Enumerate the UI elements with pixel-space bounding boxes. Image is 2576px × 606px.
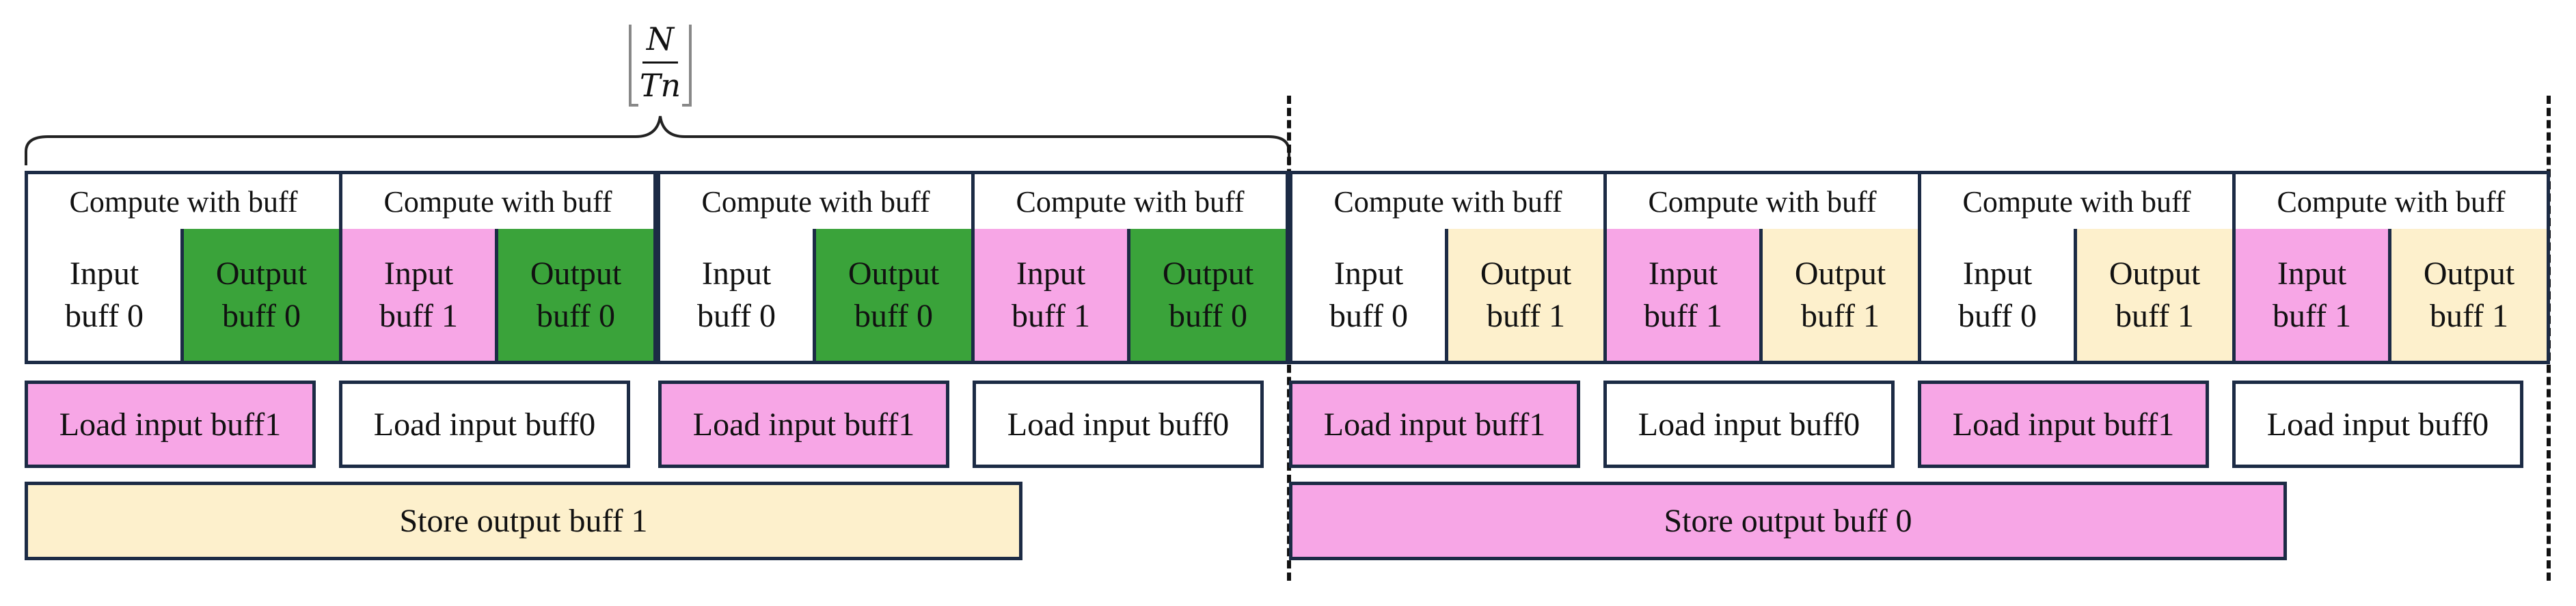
fraction-numerator: N <box>646 20 675 57</box>
compute-header-label: Compute with buff <box>1962 184 2191 219</box>
load-input-block: Load input buff1 <box>1918 381 2209 468</box>
output-buffer-cell: Output buff 0 <box>184 229 342 364</box>
output-buffer-label: Output buff 1 <box>1794 255 1886 334</box>
output-buffer-cell: Output buff 1 <box>2077 229 2236 364</box>
load-input-block: Load input buff0 <box>2232 381 2523 468</box>
input-buffer-cell: Input buff 1 <box>339 229 498 364</box>
input-buffer-cell: Input buff 0 <box>1918 229 2077 364</box>
compute-header: Compute with buff <box>25 171 342 232</box>
input-buffer-cell: Input buff 1 <box>1603 229 1763 364</box>
compute-header: Compute with buff <box>1918 171 2236 232</box>
load-input-block-label: Load input buff1 <box>1323 406 1546 443</box>
load-input-block: Load input buff0 <box>1603 381 1895 468</box>
load-input-block-label: Load input buff0 <box>1007 406 1230 443</box>
fraction-denominator: Tn <box>639 67 681 104</box>
output-buffer-label: Output buff 0 <box>215 255 308 334</box>
input-buffer-cell: Input buff 1 <box>971 229 1130 364</box>
input-buffer-label: Input buff 1 <box>2272 255 2352 334</box>
compute-header-label: Compute with buff <box>701 184 930 219</box>
compute-header-label: Compute with buff <box>2277 184 2506 219</box>
output-buffer-label: Output buff 1 <box>2423 255 2515 334</box>
input-buffer-cell: Input buff 0 <box>1289 229 1448 364</box>
load-input-block: Load input buff0 <box>973 381 1264 468</box>
input-buffer-label: Input buff 1 <box>1643 255 1723 334</box>
load-input-block-label: Load input buff0 <box>373 406 596 443</box>
output-buffer-cell: Output buff 0 <box>498 229 657 364</box>
output-buffer-cell: Output buff 1 <box>2391 229 2550 364</box>
input-buffer-label: Input buff 0 <box>1957 255 2037 334</box>
input-buffer-cell: Input buff 0 <box>25 229 184 364</box>
load-input-block: Load input buff1 <box>658 381 949 468</box>
compute-header-label: Compute with buff <box>69 184 298 219</box>
input-buffer-label: Input buff 1 <box>1011 255 1091 334</box>
load-input-block-label: Load input buff0 <box>2266 406 2489 443</box>
fraction-bar <box>642 61 678 64</box>
input-buffer-cell: Input buff 0 <box>657 229 816 364</box>
load-input-block-label: Load input buff0 <box>1638 406 1860 443</box>
output-buffer-cell: Output buff 1 <box>1448 229 1607 364</box>
compute-header-label: Compute with buff <box>1016 184 1245 219</box>
output-buffer-label: Output buff 0 <box>530 255 622 334</box>
input-buffer-label: Input buff 0 <box>64 255 144 334</box>
input-buffer-cell: Input buff 1 <box>2232 229 2391 364</box>
load-input-block-label: Load input buff1 <box>59 406 282 443</box>
compute-header: Compute with buff <box>1603 171 1921 232</box>
load-input-block: Load input buff0 <box>339 381 630 468</box>
input-buffer-label: Input buff 0 <box>696 255 776 334</box>
brace-fraction-label: N Tn <box>629 19 692 108</box>
load-input-block-label: Load input buff1 <box>692 406 915 443</box>
store-output-block: Store output buff 0 <box>1289 482 2287 560</box>
compute-header: Compute with buff <box>971 171 1289 232</box>
compute-header-label: Compute with buff <box>383 184 612 219</box>
output-buffer-cell: Output buff 0 <box>1130 229 1289 364</box>
output-buffer-label: Output buff 0 <box>848 255 940 334</box>
output-buffer-label: Output buff 0 <box>1162 255 1254 334</box>
compute-header: Compute with buff <box>1289 171 1607 232</box>
compute-header: Compute with buff <box>2232 171 2550 232</box>
input-buffer-label: Input buff 1 <box>379 255 459 334</box>
output-buffer-label: Output buff 1 <box>1480 255 1572 334</box>
output-buffer-cell: Output buff 0 <box>816 229 975 364</box>
load-input-block-label: Load input buff1 <box>1952 406 2175 443</box>
input-buffer-label: Input buff 0 <box>1329 255 1409 334</box>
compute-header-label: Compute with buff <box>1333 184 1562 219</box>
store-output-block-label: Store output buff 0 <box>1664 503 1912 539</box>
compute-header: Compute with buff <box>339 171 657 232</box>
store-output-block: Store output buff 1 <box>25 482 1022 560</box>
load-input-block: Load input buff1 <box>1289 381 1580 468</box>
load-input-block: Load input buff1 <box>25 381 316 468</box>
output-buffer-cell: Output buff 1 <box>1763 229 1921 364</box>
output-buffer-label: Output buff 1 <box>2109 255 2201 334</box>
compute-header: Compute with buff <box>657 171 975 232</box>
store-output-block-label: Store output buff 1 <box>399 503 648 539</box>
compute-header-label: Compute with buff <box>1648 184 1877 219</box>
